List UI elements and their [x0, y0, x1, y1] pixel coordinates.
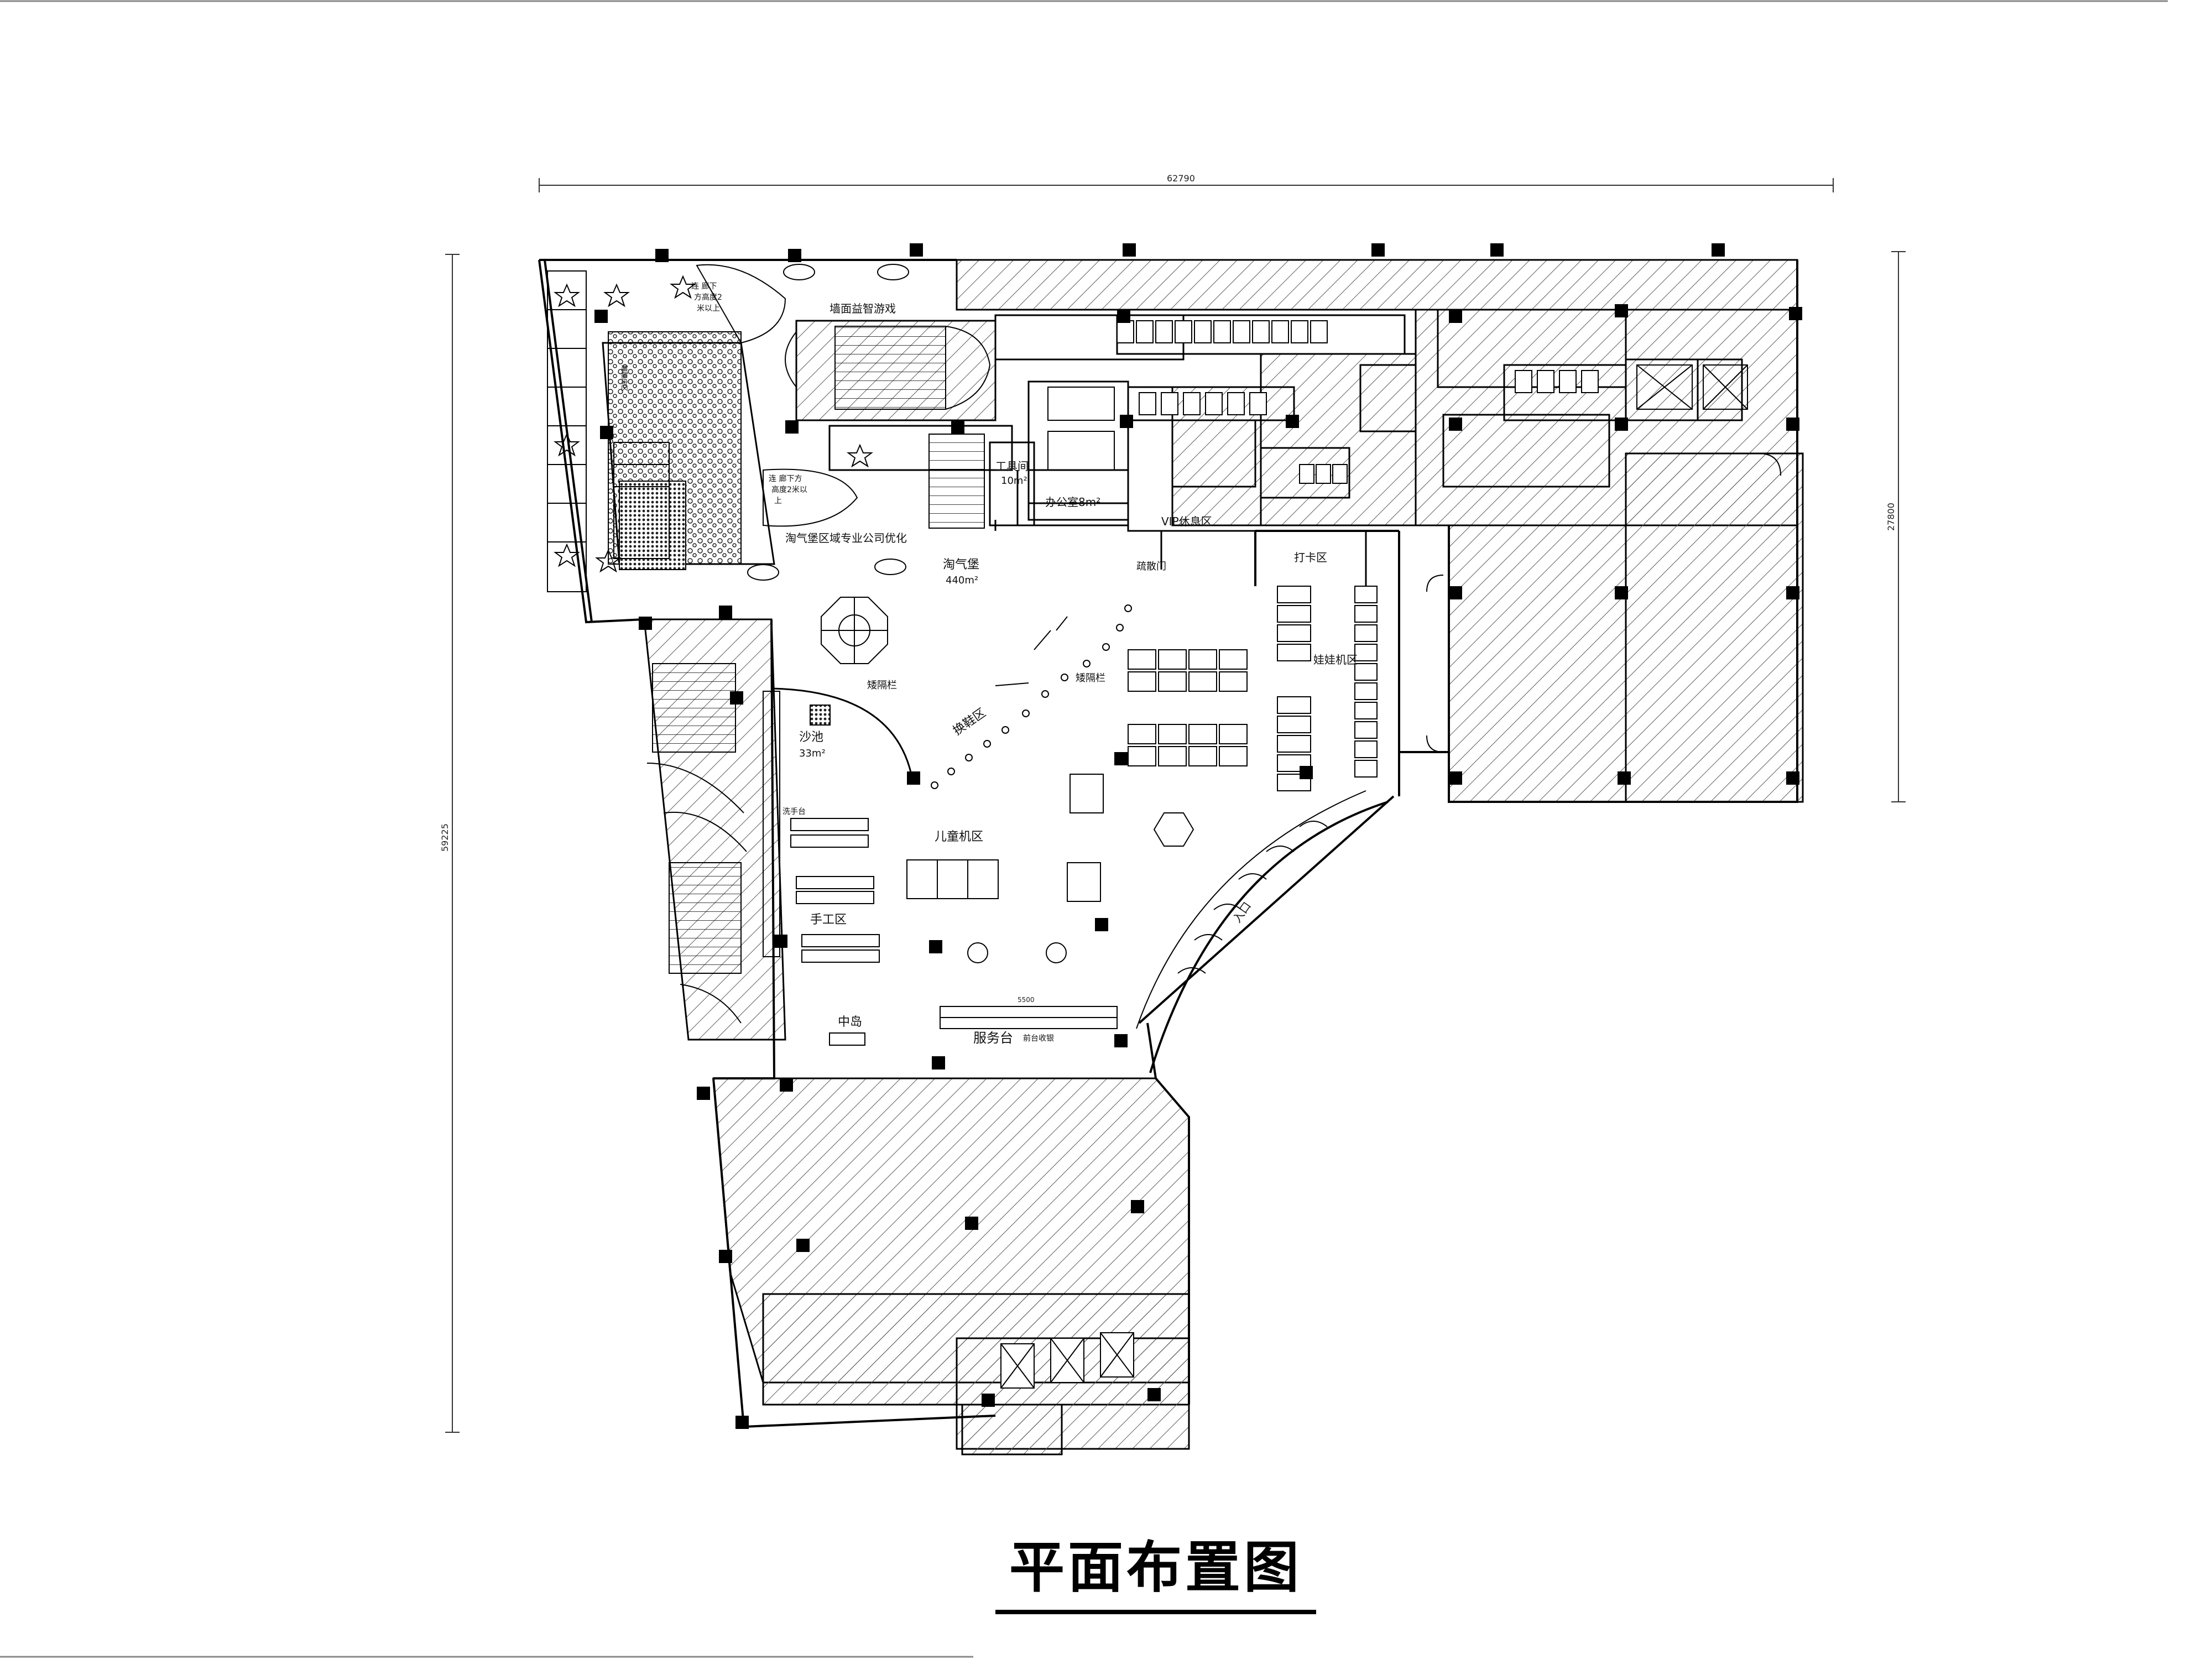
service-counter — [829, 1006, 1118, 1046]
label-sandpit-area: 33m² — [799, 748, 826, 759]
star-seat-icon — [554, 275, 873, 573]
label-taoqibao-area: 440m² — [946, 575, 978, 586]
label-service-note: 前台收银 — [1023, 1034, 1054, 1043]
label-strip-note: 蹦蹦床区 — [620, 365, 628, 392]
label-entrance: 入口 — [1230, 899, 1254, 925]
label-emergency-door: 疏散门 — [1136, 561, 1166, 572]
play-zone-slides — [602, 264, 858, 570]
label-slide-a-3: 米以上 — [697, 304, 720, 313]
right-room-doors — [1426, 453, 1781, 753]
label-slide-a-2: 方高度2 — [694, 293, 722, 302]
dimension-height-label: 59225 — [440, 823, 450, 852]
sandpit — [771, 687, 914, 780]
left-stair-strip — [646, 663, 780, 1024]
counter-dimension: 5500 — [1018, 996, 1035, 1004]
label-kids-machine: 儿童机区 — [935, 830, 983, 844]
elevator-shafts — [1047, 364, 1748, 471]
label-tool-room-area: 10m² — [1001, 475, 1027, 487]
title-underline — [995, 1610, 1316, 1614]
label-service-desk: 服务台 — [973, 1030, 1013, 1046]
title-block: 平面布置图 — [990, 1535, 1322, 1614]
label-slide-b-2: 高度2米以 — [771, 485, 807, 494]
hatched-areas — [643, 259, 1804, 1455]
toilet-rows — [1117, 320, 1599, 484]
label-sandpit: 沙池 — [799, 731, 823, 744]
label-shoe-zone: 换鞋区 — [951, 706, 988, 738]
doll-machine-rows — [1277, 586, 1378, 791]
label-slide-b-1: 连 廊下方 — [769, 474, 802, 483]
label-office: 办公室8m² — [1045, 495, 1100, 509]
label-slide-b-3: 上 — [774, 497, 782, 505]
label-wall-game: 墙面益智游戏 — [830, 302, 896, 315]
page-title: 平面布置图 — [1009, 1535, 1302, 1600]
shoe-zone-posts — [931, 604, 1132, 789]
abc-cloud-icon — [747, 264, 909, 581]
dimension-width-label: 62790 — [1167, 173, 1195, 184]
label-fence-2: 矮隔栏 — [1076, 672, 1105, 684]
label-vip: VIP休息区 — [1161, 515, 1212, 528]
label-sink: 洗手台 — [782, 807, 806, 816]
label-fence-1: 矮隔栏 — [867, 680, 897, 691]
craft-tables — [790, 818, 880, 963]
dimension-right: 27800 — [1886, 251, 1906, 802]
bottom-shafts — [1000, 1332, 1134, 1389]
left-seating-strip — [547, 270, 587, 592]
label-taoqibao: 淘气堡 — [943, 558, 979, 572]
label-tool-room: 工具间 — [995, 460, 1029, 473]
dimension-left: 59225 — [440, 254, 460, 1433]
interior-walls — [994, 470, 1367, 586]
octagon-play-icon — [821, 597, 888, 664]
label-zone-opt: 淘气堡区域专业公司优化 — [785, 531, 907, 545]
entrance-arc — [1149, 801, 1389, 1073]
dimension-right-label: 27800 — [1886, 503, 1896, 531]
label-slide-a-1: 连 廊下 — [691, 281, 717, 291]
label-checkin: 打卡区 — [1294, 551, 1327, 564]
entrance-doors — [1177, 821, 1328, 974]
label-doll-zone: 娃娃机区 — [1313, 653, 1358, 666]
dimension-top: 62790 — [539, 173, 1834, 192]
hexagon-table-icon — [1153, 812, 1194, 847]
kids-machine-grid — [906, 649, 1248, 899]
label-island: 中岛 — [838, 1015, 862, 1029]
column-icon — [594, 243, 1802, 1429]
label-craft: 手工区 — [810, 913, 847, 927]
stair-icon — [785, 326, 991, 529]
entrance-arc-inner — [1136, 790, 1366, 1029]
round-tables — [967, 774, 1104, 963]
